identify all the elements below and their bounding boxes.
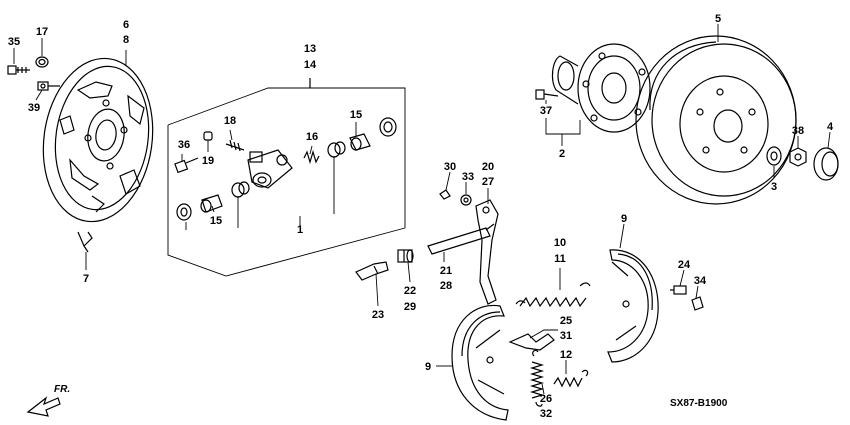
callout-24: 24 [678,259,691,271]
washer-3 [766,146,782,166]
callout-38: 38 [792,125,804,137]
hub-cap-4 [813,147,839,181]
callout-39: 39 [28,102,40,114]
callout-29: 29 [404,301,416,313]
callout-6: 6 [123,19,129,31]
bleeder-39 [37,81,60,91]
spindle-nut-38 [789,147,807,167]
dust-boot-right [379,117,397,137]
adjuster-rod-21 [427,223,495,255]
callout-18: 18 [224,115,236,127]
cup-left [231,181,250,198]
grommet-17 [35,56,49,68]
return-spring-26 [529,349,545,407]
washer-33 [460,194,472,206]
callout-16: 16 [306,131,318,143]
callout-32: 32 [540,408,552,420]
backing-bolt-35 [7,65,30,75]
hub-bolt-37 [535,89,559,100]
callout-26: 26 [540,393,552,405]
callout-19: 19 [202,155,214,167]
callout-9-left: 9 [425,361,431,373]
callout-21: 21 [440,265,452,277]
bleeder-cap-19 [203,131,213,141]
spring-12 [553,369,589,388]
callout-10: 10 [554,237,566,249]
callout-labels: 6 8 17 35 39 7 13 14 36 19 18 16 15 15 1… [8,13,834,420]
brake-shoe-left [451,304,509,421]
callout-34: 34 [694,275,707,287]
callout-14: 14 [304,59,317,71]
wheel-cylinder-body [247,149,293,189]
callout-15-left: 15 [210,215,222,227]
parking-lever-20 [475,199,499,305]
return-spring-10 [515,282,591,308]
callout-15-right: 15 [350,109,362,121]
brake-shoe-right [607,249,659,363]
piston-15-right [349,133,371,151]
callout-1: 1 [297,224,303,236]
callout-30: 30 [444,161,456,173]
bolt-36 [174,157,199,174]
brake-drum [635,35,797,205]
callout-37: 37 [540,105,552,117]
callout-13: 13 [304,43,316,55]
spring-16 [303,149,320,165]
callout-35: 35 [8,36,20,48]
wheel-cylinder-bracket [167,78,406,277]
front-direction-label: FR. [54,384,70,395]
piston-15-left [200,194,223,213]
backing-plate [42,57,154,223]
bleeder-screw-18 [225,139,245,152]
callout-23: 23 [372,309,384,321]
callout-33: 33 [462,171,474,183]
hold-down-pin-24 [670,285,687,295]
front-direction-arrow: FR. [26,384,70,417]
callout-27: 27 [482,176,494,188]
callout-28: 28 [440,280,452,292]
callout-9-right: 9 [621,213,627,225]
callout-5: 5 [715,13,721,25]
leader-lines [13,24,831,395]
callout-12: 12 [560,349,572,361]
retainer-34 [691,296,704,311]
callout-20: 20 [482,161,494,173]
callout-36: 36 [178,139,190,151]
callout-25: 25 [560,315,572,327]
callout-31: 31 [560,330,572,342]
callout-22: 22 [404,285,416,297]
clip-30 [439,189,451,200]
callout-2: 2 [559,148,565,160]
adjuster-bolt-22 [397,249,414,263]
hub [551,43,651,133]
clip-7 [77,231,93,253]
cup-right [327,141,346,158]
callout-8: 8 [123,34,129,46]
callout-4: 4 [827,121,834,133]
adjuster-fork-23 [355,261,389,281]
dust-boot-left [176,203,192,221]
callout-17: 17 [36,26,48,38]
callout-11: 11 [554,253,566,265]
callout-7: 7 [83,273,89,285]
callout-3: 3 [771,181,777,193]
diagram-code: SX87-B1900 [670,398,728,409]
adjuster-spring-25 [508,333,555,351]
